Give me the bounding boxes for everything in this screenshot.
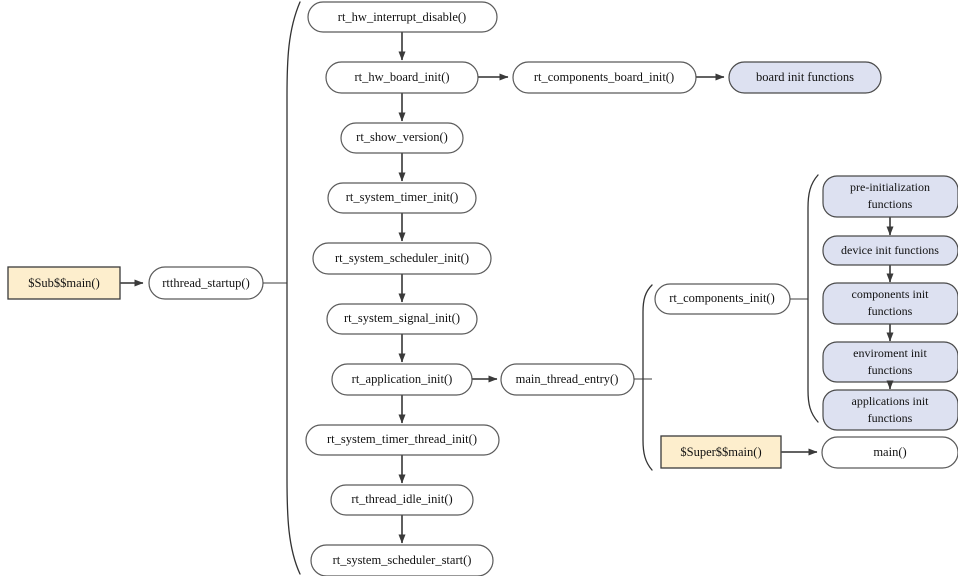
- node-main-thread-entry[interactable]: main_thread_entry(): [500, 363, 635, 396]
- node-rt-system-timer-init[interactable]: rt_system_timer_init(): [327, 182, 477, 214]
- node-rt-system-signal-init[interactable]: rt_system_signal_init(): [326, 303, 478, 335]
- node-rt-hw-board-init[interactable]: rt_hw_board_init(): [325, 61, 479, 94]
- node-rt-components-board-init[interactable]: rt_components_board_init(): [512, 61, 697, 94]
- node-rt-system-scheduler-init[interactable]: rt_system_scheduler_init(): [312, 242, 492, 275]
- node-device-init-functions[interactable]: device init functions: [822, 235, 958, 266]
- node-rt-system-timer-thread-init[interactable]: rt_system_timer_thread_init(): [305, 424, 500, 456]
- node-main[interactable]: main(): [821, 436, 958, 469]
- node-rt-hw-interrupt-disable[interactable]: rt_hw_interrupt_disable(): [307, 1, 498, 33]
- node-applications-init-functions[interactable]: applications init functions: [822, 389, 958, 431]
- node-rt-thread-idle-init[interactable]: rt_thread_idle_init(): [330, 484, 474, 516]
- brace-startup-sequence: [286, 1, 301, 575]
- node-rt-components-init[interactable]: rt_components_init(): [654, 283, 791, 315]
- node-components-init-functions[interactable]: components init functions: [822, 282, 958, 325]
- node-enviroment-init-functions[interactable]: enviroment init functions: [822, 341, 958, 383]
- node-super-main[interactable]: $Super$$main(): [660, 435, 782, 469]
- node-sub-main[interactable]: $Sub$$main(): [7, 266, 121, 300]
- node-rt-application-init[interactable]: rt_application_init(): [331, 363, 473, 396]
- node-board-init-functions[interactable]: board init functions: [728, 61, 882, 94]
- node-rt-show-version[interactable]: rt_show_version(): [340, 122, 464, 154]
- brace-components-init-stages: [807, 174, 819, 423]
- node-rt-system-scheduler-start[interactable]: rt_system_scheduler_start(): [310, 544, 494, 576]
- node-pre-initialization-functions[interactable]: pre-initialization functions: [822, 175, 958, 218]
- brace-main-thread-entry: [642, 284, 653, 471]
- node-rtthread-startup[interactable]: rtthread_startup(): [148, 266, 264, 300]
